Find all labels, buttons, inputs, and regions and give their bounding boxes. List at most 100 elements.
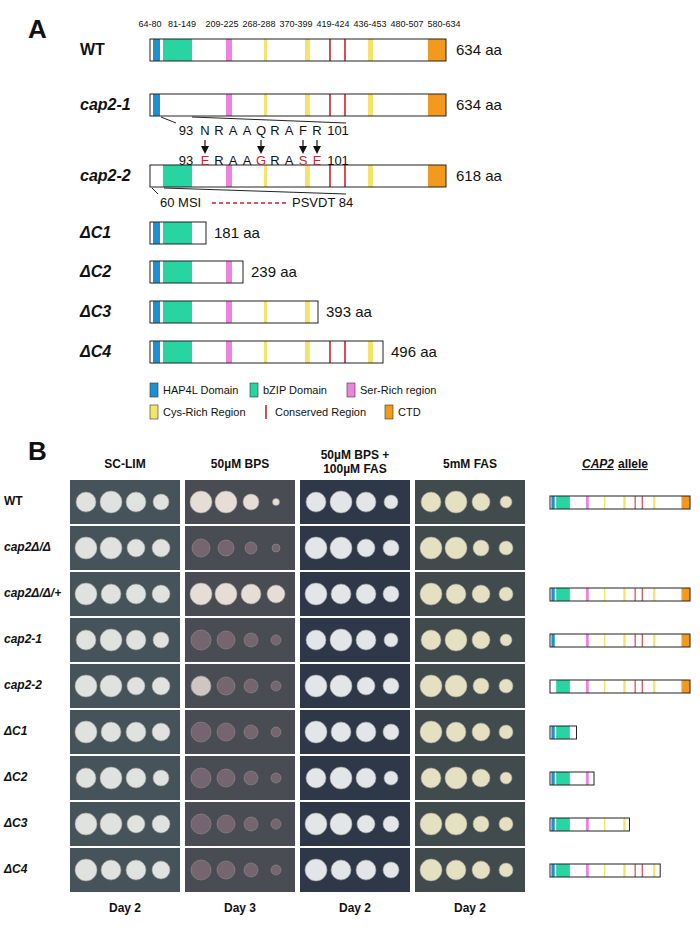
yeast-spot <box>191 630 211 650</box>
domain-block <box>368 341 373 363</box>
legend-swatch <box>250 383 258 397</box>
yeast-spot <box>500 634 512 646</box>
strain-label: ΔC3 <box>80 303 111 321</box>
yeast-spot <box>331 722 351 742</box>
yeast-spot <box>244 633 258 647</box>
yeast-spot <box>472 723 490 741</box>
yeast-spot <box>330 767 352 789</box>
sequence-residue: R <box>214 154 223 169</box>
mutation-arrow <box>260 140 261 150</box>
plate-photo <box>185 756 295 800</box>
yeast-spot <box>356 584 376 604</box>
yeast-spot <box>384 495 398 509</box>
plate-photo <box>415 664 525 708</box>
sequence-residue: R <box>270 154 279 169</box>
protein-bar-outline <box>150 261 243 283</box>
yeast-spot <box>420 537 442 559</box>
yeast-spot <box>499 679 513 693</box>
domain-block <box>226 261 232 283</box>
protein-length: 239 aa <box>251 263 297 280</box>
protein-length: 496 aa <box>391 343 437 360</box>
protein-bar-outline <box>550 864 660 877</box>
protein-bar <box>150 261 243 283</box>
yeast-spot <box>191 722 211 742</box>
domain-block <box>681 634 690 647</box>
legend-line-sample <box>265 405 267 419</box>
yeast-spot <box>191 768 211 788</box>
domain-block <box>604 818 605 831</box>
column-header: allele <box>618 458 648 472</box>
conserved-region-line <box>344 165 346 187</box>
yeast-spot <box>305 721 327 743</box>
yeast-spot <box>271 635 281 645</box>
strain-label: ΔC2 <box>4 771 27 785</box>
yeast-spot <box>273 499 280 506</box>
yeast-spot <box>191 860 211 880</box>
yeast-spot <box>100 537 122 559</box>
yeast-spot <box>75 675 97 697</box>
yeast-spot <box>75 721 97 743</box>
plate-photo <box>415 572 525 616</box>
domain-block <box>551 772 554 785</box>
zoom-line <box>192 117 346 123</box>
yeast-spot <box>330 537 352 559</box>
domain-block <box>653 680 655 693</box>
strain-label: cap2Δ/Δ/+ <box>4 587 61 601</box>
conserved-region-line <box>642 496 643 509</box>
protein-bar <box>550 864 660 877</box>
yeast-spot <box>499 817 513 831</box>
yeast-spot <box>306 630 326 650</box>
column-header: 5mM FAS <box>443 458 497 472</box>
domain-block <box>681 496 690 509</box>
plate-photo <box>415 848 525 892</box>
yeast-spot <box>420 721 442 743</box>
conserved-region-line <box>635 680 636 693</box>
yeast-spot <box>126 860 146 880</box>
domain-block <box>226 39 232 61</box>
yeast-spot <box>472 861 490 879</box>
yeast-spot <box>446 860 466 880</box>
plate-photo <box>300 664 410 708</box>
yeast-spot <box>217 723 235 741</box>
yeast-spot <box>330 813 352 835</box>
yeast-spot <box>305 537 327 559</box>
domain-block <box>556 726 570 739</box>
sequence-fragment: 60 MSI <box>160 196 201 211</box>
protein-bar-outline <box>550 726 576 739</box>
protein-bar <box>550 588 690 601</box>
domain-block <box>623 588 625 601</box>
sequence-residue: A <box>285 124 294 139</box>
yeast-spot <box>244 725 258 739</box>
domain-block <box>226 301 232 323</box>
plate-photo <box>415 802 525 846</box>
protein-length: 634 aa <box>456 96 502 113</box>
conserved-region-line <box>642 680 643 693</box>
yeast-spot <box>75 537 97 559</box>
protein-bar-outline <box>150 341 383 363</box>
domain-block <box>368 39 373 61</box>
day-label: Day 3 <box>224 902 256 916</box>
plate-photo <box>70 480 180 524</box>
domain-block <box>153 341 160 363</box>
yeast-spot <box>473 540 489 556</box>
plate-photo <box>70 710 180 754</box>
yeast-spot <box>445 767 467 789</box>
plate-photo <box>185 572 295 616</box>
yeast-spot <box>383 678 399 694</box>
domain-block <box>305 39 310 61</box>
yeast-spot <box>357 815 375 833</box>
legend-swatch <box>347 383 355 397</box>
sequence-residue: Q <box>256 124 266 139</box>
sequence-residue: S <box>299 154 308 169</box>
domain-range: 370-399 <box>279 19 312 29</box>
plate-photo <box>70 618 180 662</box>
protein-length: 393 aa <box>326 303 372 320</box>
yeast-spot <box>244 679 258 693</box>
protein-bar-outline <box>150 39 446 61</box>
yeast-spot <box>420 583 442 605</box>
yeast-spot <box>191 676 211 696</box>
yeast-spot <box>245 542 257 554</box>
domain-block <box>305 341 310 363</box>
domain-block <box>623 496 625 509</box>
residue-number: 93 <box>179 154 193 169</box>
